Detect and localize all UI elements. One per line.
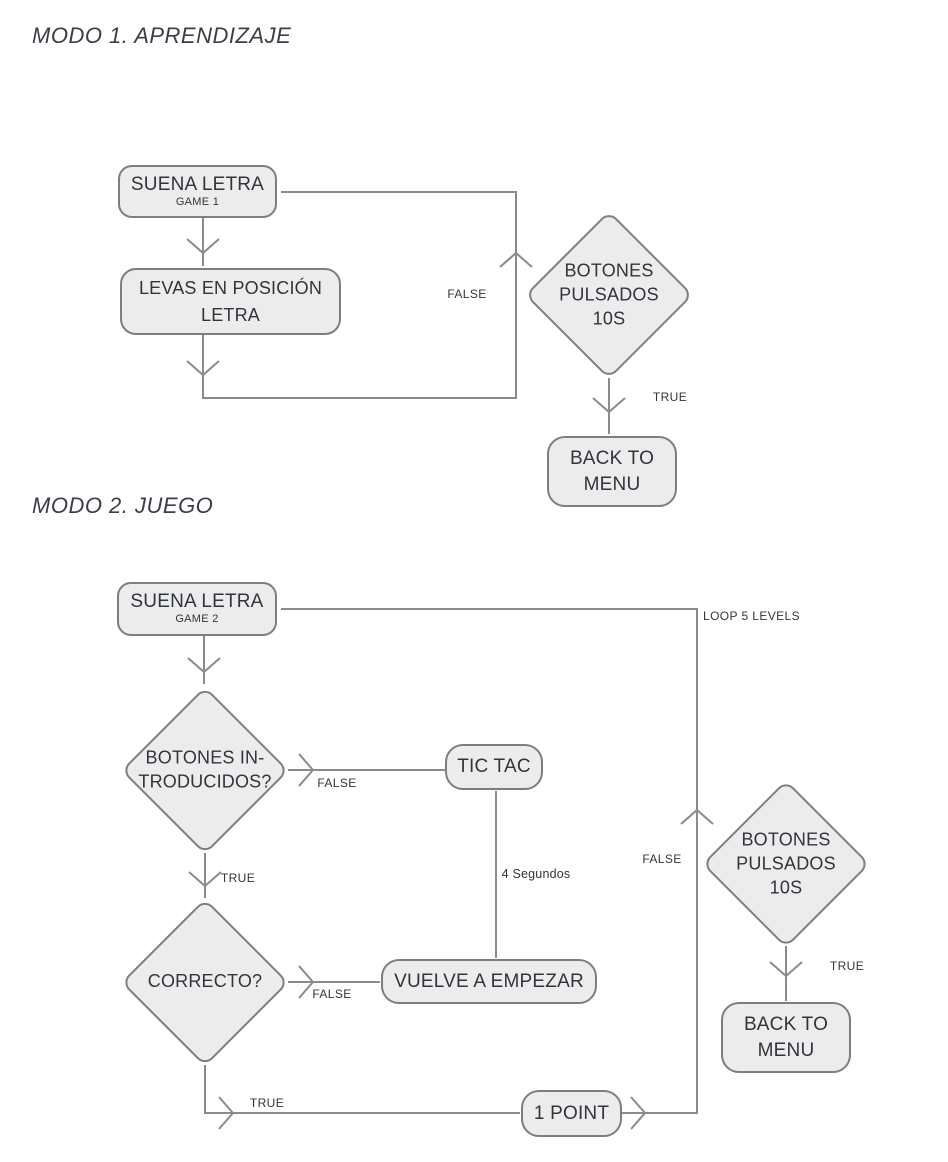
arrow-up-icon: [499, 251, 533, 268]
edge-label-true: TRUE: [829, 959, 865, 973]
edge-label-true: TRUE: [652, 390, 688, 404]
node-sublabel: GAME 1: [175, 195, 220, 208]
arrow-right-icon: [298, 965, 315, 999]
node-sublabel: GAME 2: [175, 613, 219, 626]
arrow-right-icon: [218, 1096, 235, 1130]
edge-label-loop-5-levels: LOOP 5 LEVELS: [703, 609, 801, 623]
node-label: VUELVE A EMPEZAR: [394, 970, 584, 992]
diamond-label-botones-pulsados-2: BOTONES PULSADOS 10S: [736, 829, 836, 897]
node-suena-letra-1: SUENA LETRA GAME 1: [118, 165, 277, 218]
arrow-down-icon: [186, 238, 220, 255]
node-tic-tac: TIC TAC: [445, 744, 543, 790]
diamond-botones-introducidos: [125, 690, 285, 851]
node-label: 1 POINT: [533, 1102, 610, 1124]
mode2-title: MODO 2. JUEGO: [32, 493, 214, 518]
node-label: SUENA LETRA: [130, 173, 265, 195]
edge-label-4-segundos: 4 Segundos: [501, 867, 571, 881]
arrow-down-icon: [188, 871, 222, 888]
edge-label-false: FALSE: [317, 776, 357, 790]
node-label: TIC TAC: [457, 756, 531, 778]
node-label: BACK TO MENU: [743, 1013, 829, 1061]
arrow-down-icon: [769, 961, 803, 978]
diamond-botones-pulsados-1: [529, 215, 689, 375]
node-label: BACK TO MENU: [569, 447, 655, 495]
edge-f2-true-to-point: [204, 1065, 520, 1114]
node-back-to-menu-1: BACK TO MENU: [547, 436, 677, 507]
edge-label-false: FALSE: [312, 987, 352, 1001]
edge-f1-loop: [202, 191, 517, 399]
arrow-down-icon: [187, 657, 221, 674]
diamond-botones-pulsados-2: [706, 784, 866, 944]
arrow-right-icon: [298, 753, 315, 787]
arrow-right-icon: [630, 1096, 647, 1130]
edge-label-true: TRUE: [220, 871, 256, 885]
node-1-point: 1 POINT: [521, 1090, 622, 1137]
diamond-label-correcto: CORRECTO?: [147, 971, 263, 992]
node-label: SUENA LETRA: [130, 591, 264, 613]
edge-label-false: FALSE: [447, 287, 487, 301]
node-label: LEVAS EN POSICIÓN LETRA: [138, 278, 323, 325]
node-levas-en-posicion: LEVAS EN POSICIÓN LETRA: [120, 268, 341, 335]
node-suena-letra-2: SUENA LETRA GAME 2: [117, 582, 277, 636]
edge-label-false: FALSE: [642, 852, 682, 866]
arrow-up-icon: [680, 808, 714, 825]
edge-label-true: TRUE: [249, 1096, 285, 1110]
diamond-label-botones-introducidos: BOTONES IN- TRODUCIDOS?: [138, 747, 272, 791]
mode1-title: MODO 1. APRENDIZAJE: [32, 23, 292, 48]
arrow-down-icon: [592, 397, 626, 414]
diamond-correcto: [125, 902, 285, 1063]
edge-f2-loop: [281, 608, 698, 1114]
node-back-to-menu-2: BACK TO MENU: [721, 1002, 851, 1073]
node-vuelve-a-empezar: VUELVE A EMPEZAR: [381, 959, 597, 1004]
arrow-down-icon: [186, 360, 220, 377]
diamond-label-botones-pulsados-1: BOTONES PULSADOS 10S: [559, 260, 659, 328]
